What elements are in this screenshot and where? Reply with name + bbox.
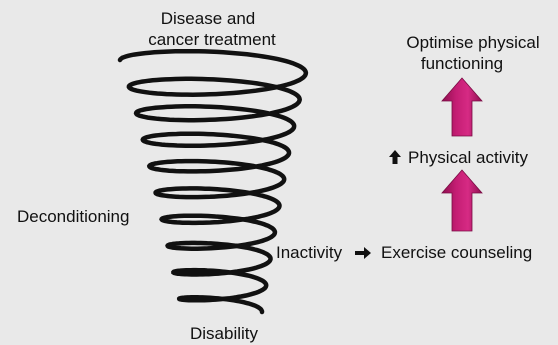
label-optimise-physical: Optimise physical	[406, 33, 539, 52]
label-functioning: functioning	[421, 54, 503, 73]
label-disease-and: Disease and	[161, 9, 256, 28]
label-cancer-treatment: cancer treatment	[148, 30, 276, 49]
label-inactivity: Inactivity	[276, 243, 343, 262]
spiral-path	[117, 48, 309, 315]
label-deconditioning: Deconditioning	[17, 207, 129, 226]
up-arrow-icon-lower	[441, 169, 483, 232]
spiral-coil	[117, 48, 309, 315]
label-physical-activity: Physical activity	[408, 148, 528, 167]
up-arrow-icon	[389, 150, 401, 164]
right-arrow-icon	[355, 247, 371, 259]
label-disability: Disability	[190, 324, 259, 343]
up-arrow-icon-upper	[441, 77, 483, 137]
label-exercise-counseling: Exercise counseling	[381, 243, 532, 262]
